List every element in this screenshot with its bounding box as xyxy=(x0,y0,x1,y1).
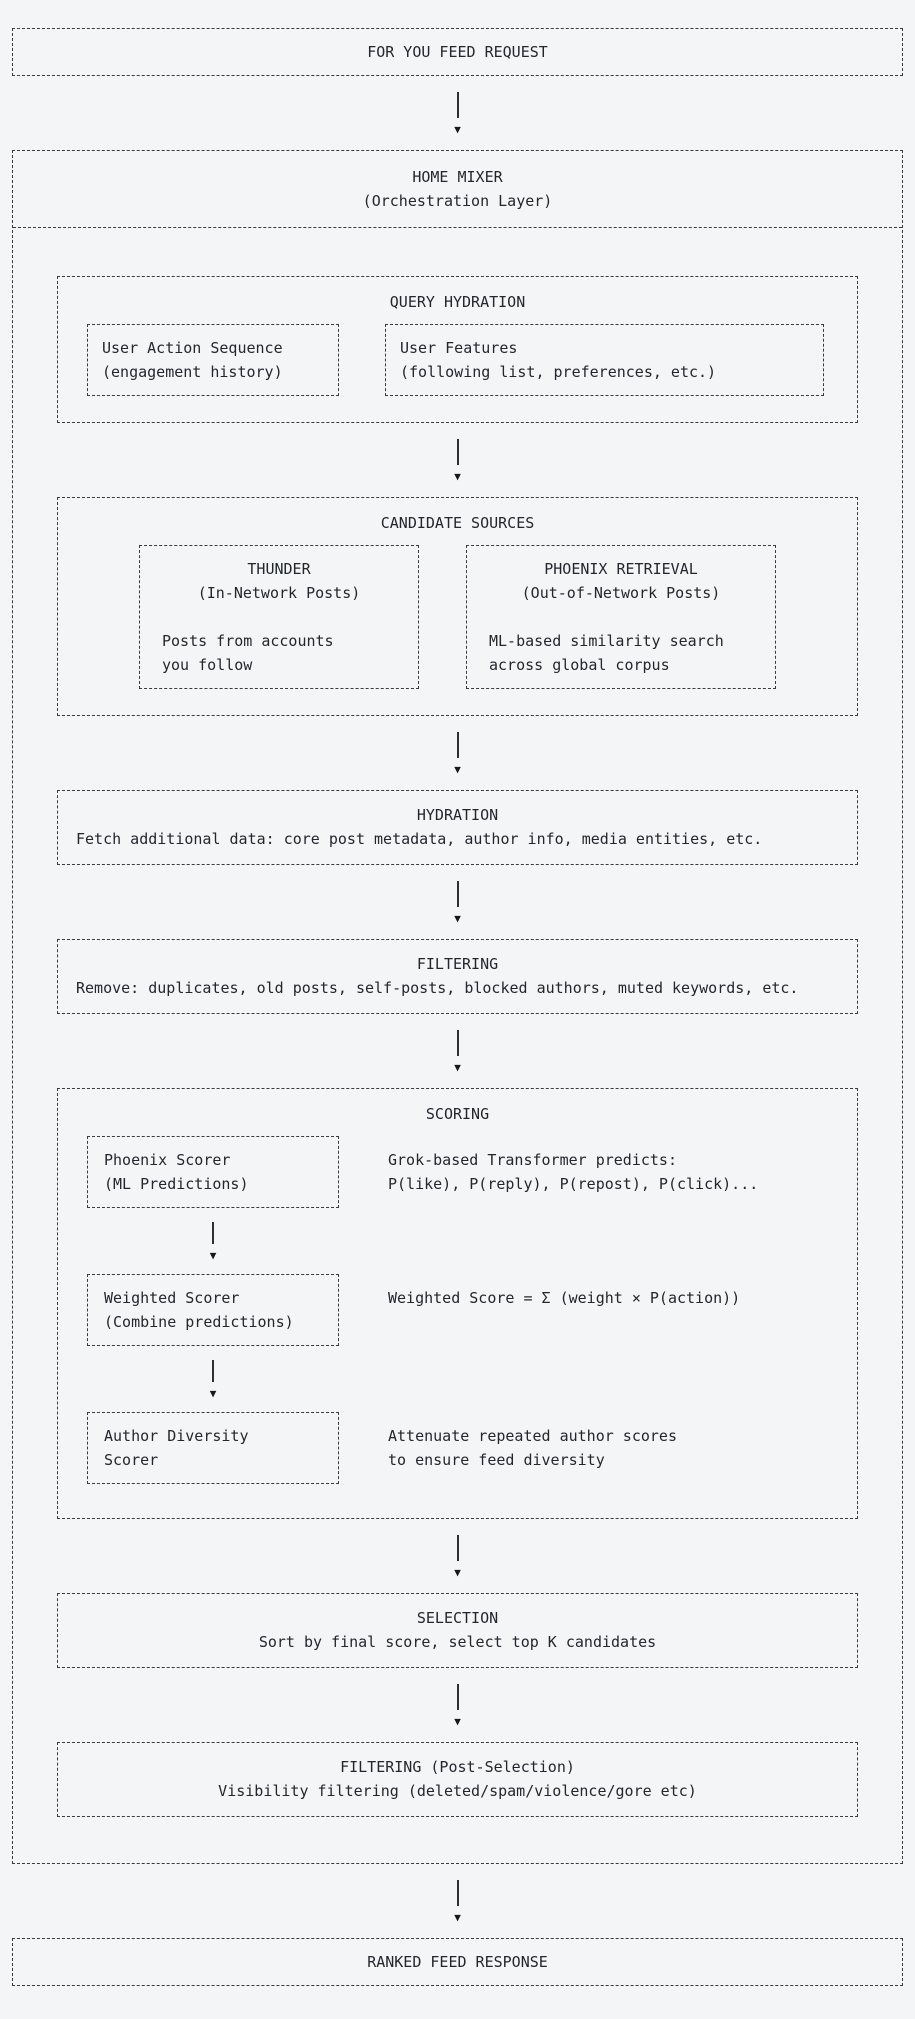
spacer xyxy=(140,605,418,629)
flow-connector: ▼ xyxy=(57,716,858,790)
box-line: you follow xyxy=(162,656,253,674)
flow-connector: ▼ xyxy=(57,1519,858,1593)
scoring-note: Attenuate repeated author scores to ensu… xyxy=(388,1412,857,1484)
node-title: FOR YOU FEED REQUEST xyxy=(367,43,548,61)
box-line: Phoenix Scorer xyxy=(104,1151,231,1169)
node-title: RANKED FEED RESPONSE xyxy=(367,1953,548,1971)
node-selection: SELECTION Sort by final score, select to… xyxy=(57,1593,858,1668)
connector-line xyxy=(456,1683,459,1710)
note-line: Grok-based Transformer predicts: xyxy=(388,1151,677,1169)
box-line: Scorer xyxy=(104,1451,159,1469)
box-line: (ML Predictions) xyxy=(104,1175,249,1193)
connector-line xyxy=(456,91,459,118)
box-subheading: (Out-of-Network Posts) xyxy=(521,584,721,602)
box-line: Author Diversity xyxy=(104,1427,249,1445)
connector-line xyxy=(212,1221,214,1244)
stage-description: Remove: duplicates, old posts, self-post… xyxy=(76,979,799,997)
arrow-down-icon: ▼ xyxy=(454,762,461,776)
node-for-you-feed-request: FOR YOU FEED REQUEST xyxy=(12,28,903,76)
scoring-step: Weighted Scorer (Combine predictions) We… xyxy=(87,1274,857,1346)
node-weighted-scorer: Weighted Scorer (Combine predictions) xyxy=(87,1274,339,1346)
flow-connector: ▼ xyxy=(57,1014,858,1088)
flow-connector: ▼ xyxy=(12,1864,903,1938)
stage-description: Fetch additional data: core post metadat… xyxy=(76,830,763,848)
box-line: ML-based similarity search xyxy=(489,632,724,650)
scoring-step: Phoenix Scorer (ML Predictions) Grok-bas… xyxy=(87,1136,857,1208)
flow-connector: ▼ xyxy=(57,423,858,497)
stage-title: QUERY HYDRATION xyxy=(389,293,526,311)
stage-description: Visibility filtering (deleted/spam/viole… xyxy=(218,1782,697,1800)
home-mixer-title: HOME MIXER xyxy=(412,168,503,186)
arrow-down-icon: ▼ xyxy=(454,911,461,925)
home-mixer-body: QUERY HYDRATION User Action Sequence (en… xyxy=(13,228,902,1863)
flow-connector: ▼ xyxy=(12,76,903,150)
node-ranked-feed-response: RANKED FEED RESPONSE xyxy=(12,1938,903,1986)
box-line: Posts from accounts xyxy=(162,632,334,650)
connector-line xyxy=(456,1534,459,1561)
box-line: User Action Sequence xyxy=(102,339,283,357)
arrow-down-icon: ▼ xyxy=(209,1386,217,1400)
stage-title: SELECTION xyxy=(416,1609,499,1627)
flow-connector: ▼ xyxy=(87,1346,339,1412)
candidate-sources-row: THUNDER (In-Network Posts) Posts from ac… xyxy=(58,535,857,715)
flow-connector: ▼ xyxy=(57,865,858,939)
arrow-down-icon: ▼ xyxy=(454,1714,461,1728)
box-subheading: (In-Network Posts) xyxy=(197,584,361,602)
node-phoenix-scorer: Phoenix Scorer (ML Predictions) xyxy=(87,1136,339,1208)
scoring-steps: Phoenix Scorer (ML Predictions) Grok-bas… xyxy=(58,1126,857,1518)
note-line: to ensure feed diversity xyxy=(388,1451,605,1469)
connector-line xyxy=(456,731,459,758)
node-query-hydration: QUERY HYDRATION User Action Sequence (en… xyxy=(57,276,858,423)
connector-line xyxy=(212,1359,214,1382)
arrow-down-icon: ▼ xyxy=(454,1565,461,1579)
node-phoenix-retrieval: PHOENIX RETRIEVAL (Out-of-Network Posts)… xyxy=(466,545,776,689)
stage-title: HYDRATION xyxy=(416,806,499,824)
arrow-down-icon: ▼ xyxy=(454,469,461,483)
box-heading: PHOENIX RETRIEVAL xyxy=(544,560,698,578)
box-line: (Combine predictions) xyxy=(104,1313,294,1331)
stage-description: Sort by final score, select top K candid… xyxy=(258,1633,657,1651)
box-line: User Features xyxy=(400,339,518,357)
arrow-down-icon: ▼ xyxy=(454,1910,461,1924)
stage-title: FILTERING (Post-Selection) xyxy=(340,1758,575,1776)
scoring-step: Author Diversity Scorer Attenuate repeat… xyxy=(87,1412,857,1484)
scoring-note: Weighted Score = Σ (weight × P(action)) xyxy=(388,1274,857,1346)
node-user-features: User Features (following list, preferenc… xyxy=(385,324,824,396)
node-scoring: SCORING Phoenix Scorer (ML Predictions) … xyxy=(57,1088,858,1519)
flow-connector: ▼ xyxy=(57,1668,858,1742)
note-line: Attenuate repeated author scores xyxy=(388,1427,677,1445)
node-user-action-sequence: User Action Sequence (engagement history… xyxy=(87,324,339,396)
box-heading: THUNDER xyxy=(247,560,311,578)
connector-line xyxy=(456,1879,459,1906)
home-mixer-header: HOME MIXER (Orchestration Layer) xyxy=(13,151,902,228)
arrow-down-icon: ▼ xyxy=(454,122,461,136)
stage-title: FILTERING xyxy=(416,955,499,973)
arrow-down-icon: ▼ xyxy=(454,1060,461,1074)
box-line: (following list, preferences, etc.) xyxy=(400,363,717,381)
node-home-mixer: HOME MIXER (Orchestration Layer) QUERY H… xyxy=(12,150,903,1864)
stage-title: CANDIDATE SOURCES xyxy=(380,514,535,532)
node-candidate-sources: CANDIDATE SOURCES THUNDER (In-Network Po… xyxy=(57,497,858,716)
node-post-selection-filtering: FILTERING (Post-Selection) Visibility fi… xyxy=(57,1742,858,1817)
box-line: Weighted Scorer xyxy=(104,1289,240,1307)
connector-line xyxy=(456,880,459,907)
arrow-down-icon: ▼ xyxy=(209,1248,217,1262)
flow-connector: ▼ xyxy=(87,1208,339,1274)
node-thunder: THUNDER (In-Network Posts) Posts from ac… xyxy=(139,545,419,689)
stage-title: SCORING xyxy=(425,1105,490,1123)
note-line: Weighted Score = Σ (weight × P(action)) xyxy=(388,1289,741,1307)
scoring-note: Grok-based Transformer predicts: P(like)… xyxy=(388,1136,857,1208)
box-line: across global corpus xyxy=(489,656,670,674)
note-line: P(like), P(reply), P(repost), P(click)..… xyxy=(388,1175,759,1193)
connector-line xyxy=(456,1029,459,1056)
spacer xyxy=(467,605,775,629)
node-filtering: FILTERING Remove: duplicates, old posts,… xyxy=(57,939,858,1014)
home-mixer-subtitle: (Orchestration Layer) xyxy=(362,192,553,210)
connector-line xyxy=(456,438,459,465)
box-line: (engagement history) xyxy=(102,363,283,381)
query-hydration-row: User Action Sequence (engagement history… xyxy=(58,314,857,422)
node-hydration: HYDRATION Fetch additional data: core po… xyxy=(57,790,858,865)
node-author-diversity-scorer: Author Diversity Scorer xyxy=(87,1412,339,1484)
